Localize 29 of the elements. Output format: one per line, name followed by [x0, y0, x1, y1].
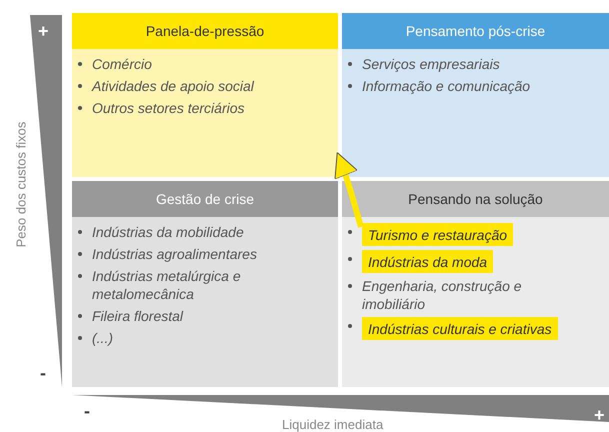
list-item: Outros setores terciários: [92, 99, 244, 117]
list-item: Informação e comunicação: [362, 77, 530, 95]
quadrant-heading: Pensamento pós-crise: [342, 13, 609, 49]
quadrant-heading: Gestão de crise: [72, 181, 338, 217]
quadrant-panel: [72, 13, 338, 177]
axis-sign: +: [594, 406, 605, 424]
list-item: Serviços empresariais: [362, 55, 500, 73]
list-item: Engenharia, construção e imobiliário: [362, 277, 523, 313]
axis-sign: +: [38, 22, 49, 40]
axis-label: Peso dos custos fixos: [14, 122, 28, 248]
list-item: Atividades de apoio social: [92, 77, 254, 95]
list-item: Indústrias agroalimentares: [92, 245, 257, 263]
quadrant-heading: Pensando na solução: [342, 181, 609, 217]
quadrant-panel: [72, 181, 338, 387]
axis-sign: -: [40, 364, 46, 382]
list-item: Comércio: [92, 55, 152, 73]
list-item: Fileira florestal: [92, 307, 184, 325]
quadrant-panel: [342, 13, 609, 177]
highlighted-item: Indústrias da moda: [362, 250, 494, 273]
quadrant-panel: [342, 181, 609, 387]
quadrant-heading: Panela-de-pressão: [72, 13, 338, 49]
highlighted-item: Turismo e restauração: [362, 223, 514, 246]
list-item: Indústrias metalúrgica e metalomecânica: [92, 267, 242, 303]
axis-sign: -: [84, 402, 90, 420]
curved-arrow: [334, 152, 364, 228]
axis-label: Liquidez imediata: [282, 418, 384, 431]
highlighted-item: Indústrias culturais e criativas: [362, 317, 558, 340]
list-item: Indústrias da mobilidade: [92, 223, 244, 241]
list-item: (...): [92, 329, 113, 347]
